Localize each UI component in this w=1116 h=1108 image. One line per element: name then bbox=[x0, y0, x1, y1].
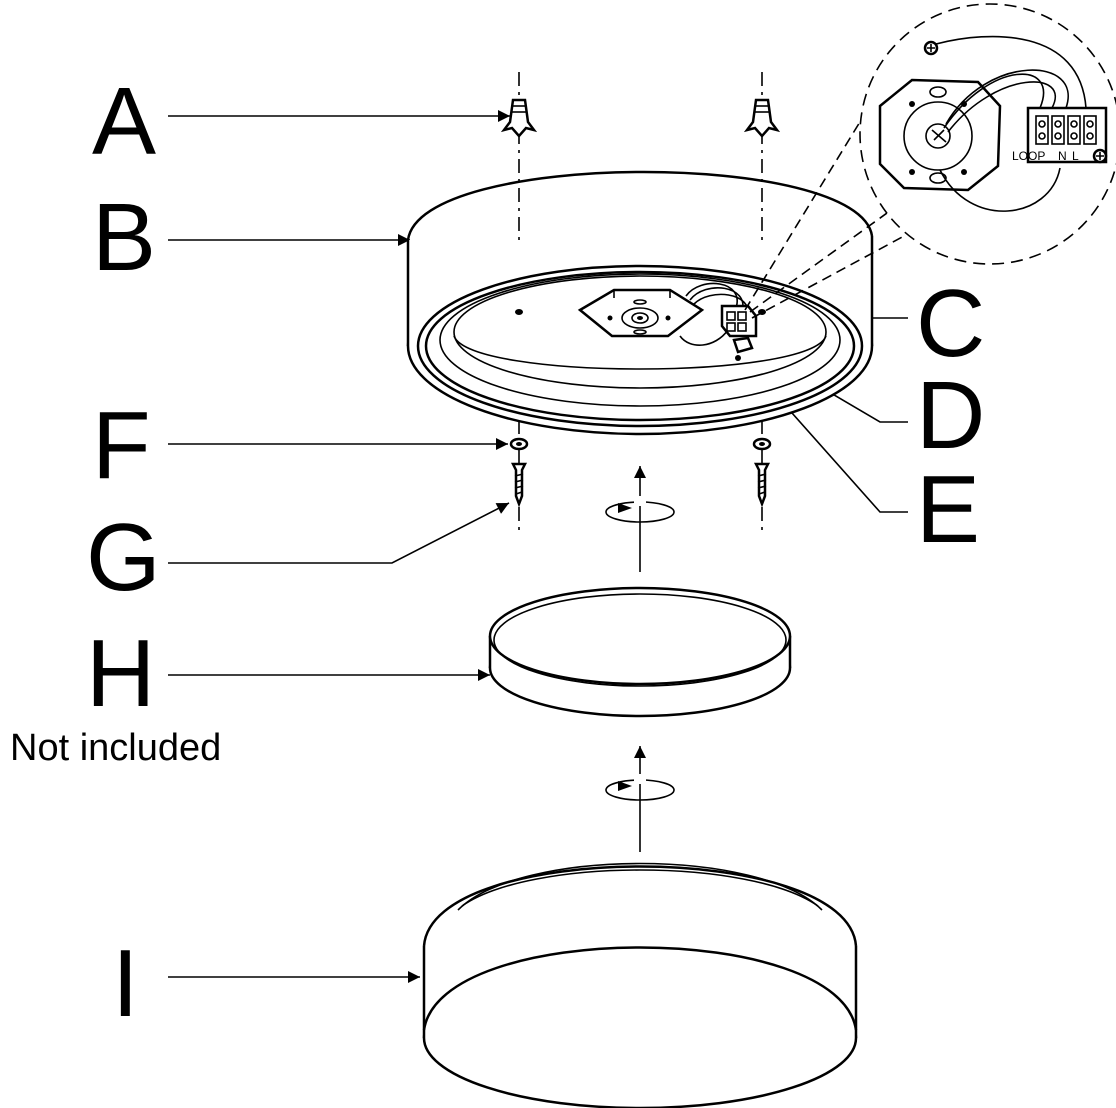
not-included-note: Not included bbox=[10, 727, 221, 769]
leader-g bbox=[168, 502, 510, 564]
wall-plug-right bbox=[743, 98, 781, 138]
label-e: E bbox=[916, 456, 980, 563]
label-a: A bbox=[92, 68, 156, 175]
terminal-n-label: N bbox=[1058, 149, 1067, 163]
washer-left bbox=[509, 437, 529, 451]
screw-right bbox=[753, 462, 771, 508]
rotation-arrow-lower bbox=[605, 746, 675, 852]
leader-e bbox=[751, 367, 908, 513]
label-i: I bbox=[112, 930, 139, 1037]
label-h: H bbox=[86, 620, 155, 727]
diffuser-shade bbox=[422, 862, 858, 1108]
screw-left bbox=[510, 462, 528, 508]
wall-plug-left bbox=[500, 98, 538, 138]
rotation-arrow-upper bbox=[605, 466, 675, 572]
earth-terminal bbox=[732, 336, 754, 361]
light-module bbox=[488, 586, 792, 718]
wiring-detail-inset: LOOP N L bbox=[859, 3, 1116, 265]
washer-right bbox=[752, 437, 772, 451]
center-bracket bbox=[577, 288, 705, 338]
leader-lines bbox=[168, 110, 908, 983]
terminal-l-label: L bbox=[1072, 149, 1079, 163]
label-d: D bbox=[916, 362, 985, 469]
terminal-loop-label: LOOP bbox=[1012, 149, 1045, 163]
mounting-axes bbox=[518, 72, 763, 535]
label-b: B bbox=[92, 184, 156, 291]
label-c: C bbox=[916, 270, 985, 377]
label-g: G bbox=[86, 504, 161, 611]
label-f: F bbox=[92, 392, 151, 499]
